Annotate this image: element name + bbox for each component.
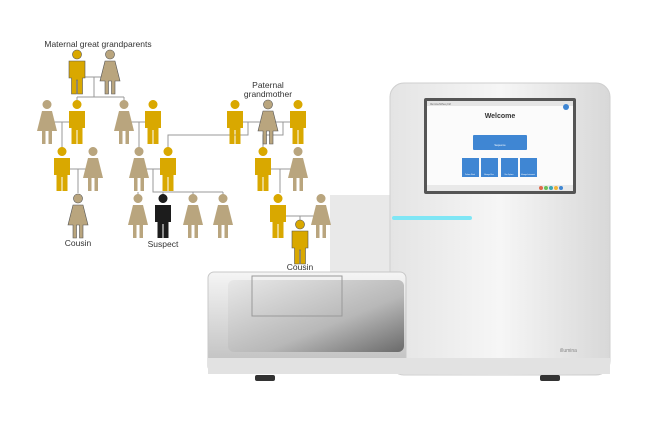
female-figure-icon [213, 194, 233, 238]
male-figure-icon [68, 49, 86, 95]
pedigree-people [37, 49, 331, 265]
base [208, 358, 610, 374]
female-figure-icon [257, 99, 279, 145]
tile-manage-instrument[interactable] [520, 158, 537, 177]
status-dot [544, 186, 548, 190]
svg-text:Manage Instrument: Manage Instrument [521, 173, 535, 176]
status-light-strip [392, 216, 472, 220]
male-figure-icon [291, 219, 309, 265]
male-figure-icon [270, 194, 286, 238]
label-paternal-grandmother-2: grandmother [244, 89, 292, 99]
status-dot [554, 186, 558, 190]
taskbar [427, 185, 573, 191]
female-figure-icon [83, 147, 103, 191]
female-figure-icon [288, 147, 308, 191]
middle-tower [330, 195, 394, 275]
help-icon[interactable] [563, 104, 569, 110]
male-figure-icon [160, 147, 176, 191]
status-dot [559, 186, 563, 190]
label-suspect: Suspect [148, 239, 179, 249]
male-figure-icon [255, 147, 271, 191]
female-figure-icon [114, 100, 134, 144]
foot-right [540, 375, 560, 381]
suspect-male-figure-icon [155, 194, 171, 238]
status-dot [549, 186, 553, 190]
svg-text:Perform Wash: Perform Wash [465, 174, 475, 176]
label-paternal-grandmother-1: Paternal [252, 80, 284, 90]
welcome-heading: Welcome [485, 113, 516, 120]
label-maternal-great-grandparents: Maternal great grandparents [44, 39, 151, 49]
brand-label: illumina [560, 348, 577, 354]
screen-tiles: Perform Wash Manage Files Run Options Ma… [462, 158, 537, 177]
male-figure-icon [227, 100, 243, 144]
female-figure-icon [99, 49, 121, 95]
svg-text:Manage Files: Manage Files [484, 174, 494, 176]
screen-title-bar: Illumina MiSeq Ctrl [430, 103, 451, 106]
male-figure-icon [69, 100, 85, 144]
female-figure-icon [311, 194, 331, 238]
female-figure-icon [128, 194, 148, 238]
label-cousin-left: Cousin [65, 238, 92, 248]
male-figure-icon [54, 147, 70, 191]
svg-text:Sequence: Sequence [494, 144, 506, 147]
tile-perform-wash[interactable] [462, 158, 479, 177]
male-figure-icon [290, 100, 306, 144]
label-cousin-right: Cousin [287, 262, 314, 272]
foot-left [255, 375, 275, 381]
svg-text:Run Options: Run Options [505, 173, 514, 176]
sequencer-instrument: illumina Illumina MiSeq Ctrl Welcome Seq… [207, 82, 611, 381]
tile-run-options[interactable] [501, 158, 518, 177]
sequence-button[interactable] [473, 135, 527, 150]
male-figure-icon [145, 100, 161, 144]
female-figure-icon [183, 194, 203, 238]
door-frame [251, 275, 343, 317]
female-figure-icon [37, 100, 57, 144]
touch-screen[interactable]: Illumina MiSeq Ctrl Welcome Sequence Per… [424, 98, 576, 194]
female-figure-icon [67, 193, 89, 239]
pedigree-lines [54, 76, 314, 220]
status-dot [539, 186, 543, 190]
female-figure-icon [129, 147, 149, 191]
tile-manage-files[interactable] [481, 158, 498, 177]
